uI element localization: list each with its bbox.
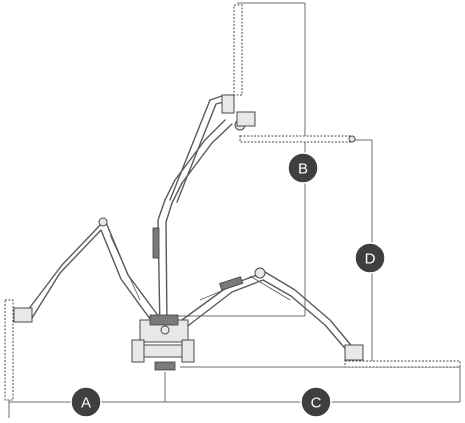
marker-b-label: B: [298, 161, 308, 178]
boom-vertical-position: [152, 4, 356, 331]
flail-head-left: [4, 299, 14, 401]
flail-head-vertical: [233, 4, 243, 96]
boom-right-position: [174, 267, 461, 368]
flail-head-ground: [344, 360, 461, 368]
marker-b: B: [287, 152, 319, 184]
marker-a-label: A: [81, 395, 91, 412]
marker-d-label: D: [365, 251, 376, 268]
marker-d: D: [354, 242, 386, 274]
marker-c: C: [300, 386, 332, 418]
marker-c-label: C: [311, 395, 322, 412]
marker-a: A: [70, 386, 102, 418]
flail-head-high: [239, 135, 353, 143]
tractor-mount: [131, 314, 195, 371]
boom-left-position: [4, 217, 166, 401]
